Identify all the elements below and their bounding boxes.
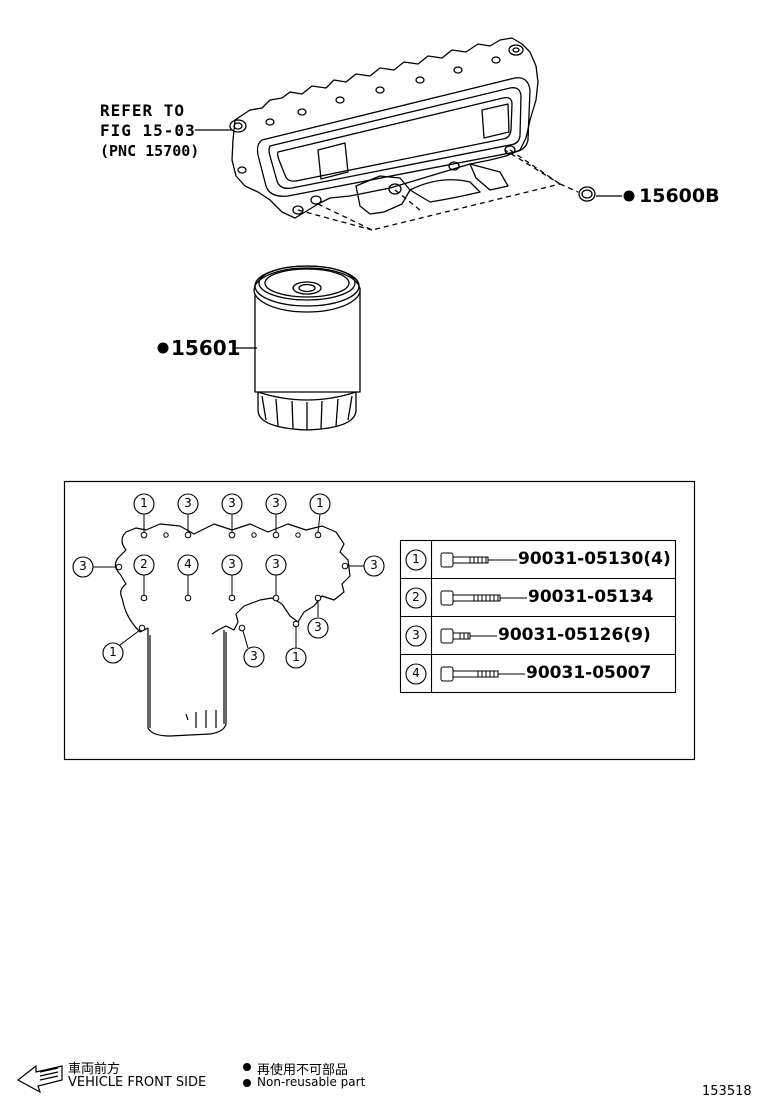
refer-line-1: REFER TO bbox=[100, 101, 186, 120]
callout-number: 3 bbox=[272, 496, 280, 510]
callout-leaders bbox=[93, 513, 364, 649]
vehicle-front-label-jp: 車両前方 bbox=[68, 1062, 121, 1077]
oil-filter bbox=[253, 265, 361, 431]
callout-number: 1 bbox=[292, 650, 300, 664]
bolt-location-dots bbox=[115, 531, 349, 632]
oil-cooler-assembly bbox=[229, 37, 579, 231]
bolt-table-key-circles bbox=[405, 549, 427, 685]
legend-dot-en bbox=[243, 1079, 251, 1087]
bolt-part-number: 90031-05126(9) bbox=[498, 625, 651, 645]
figure-number: 153518 bbox=[702, 1084, 752, 1099]
bolt-icon bbox=[440, 628, 497, 644]
bolt-part-number: 90031-05130(4) bbox=[518, 549, 671, 569]
bolt-part-number: 90031-05007 bbox=[526, 663, 652, 683]
bolt-diagram-frame bbox=[63, 480, 696, 761]
callout-number: 3 bbox=[370, 558, 378, 572]
filter-part-number: 15601 bbox=[171, 336, 241, 360]
callout-number: 4 bbox=[184, 557, 192, 571]
bolt-icon bbox=[440, 552, 517, 568]
table-key: 4 bbox=[412, 666, 420, 680]
bolt-icon bbox=[440, 590, 527, 606]
table-key: 2 bbox=[412, 590, 420, 604]
nonreusable-label-en: Non-reusable part bbox=[257, 1075, 366, 1089]
refer-line-3: (PNC 15700) bbox=[100, 142, 200, 160]
cooler-outline-sketch bbox=[114, 523, 351, 737]
filter-nonreuse-dot bbox=[157, 342, 169, 354]
callout-number: 1 bbox=[140, 496, 148, 510]
callout-circles bbox=[72, 493, 385, 669]
refer-line-2: FIG 15-03 bbox=[100, 121, 196, 140]
gasket-ring bbox=[578, 186, 596, 202]
callout-number: 1 bbox=[109, 645, 117, 659]
gasket-nonreuse-dot bbox=[623, 190, 635, 202]
callout-number: 3 bbox=[314, 620, 322, 634]
table-key: 3 bbox=[412, 628, 420, 642]
bolt-part-number: 90031-05134 bbox=[528, 587, 654, 607]
callout-number: 2 bbox=[140, 557, 148, 571]
callout-number: 3 bbox=[250, 649, 258, 663]
callout-number: 3 bbox=[184, 496, 192, 510]
callout-number: 3 bbox=[272, 557, 280, 571]
callout-number: 3 bbox=[228, 557, 236, 571]
callout-number: 3 bbox=[79, 559, 87, 573]
gasket-part-number: 15600B bbox=[639, 185, 720, 207]
callout-number: 1 bbox=[316, 496, 324, 510]
bolt-table-grid bbox=[399, 539, 677, 694]
nonreusable-label-jp: 再使用不可部品 bbox=[257, 1063, 349, 1078]
table-key: 1 bbox=[412, 552, 420, 566]
vehicle-front-arrow-icon bbox=[16, 1064, 63, 1094]
bolt-icon bbox=[440, 666, 525, 682]
legend-dot-jp bbox=[243, 1063, 251, 1071]
callout-number: 3 bbox=[228, 496, 236, 510]
vehicle-front-label-en: VEHICLE FRONT SIDE bbox=[68, 1075, 207, 1090]
